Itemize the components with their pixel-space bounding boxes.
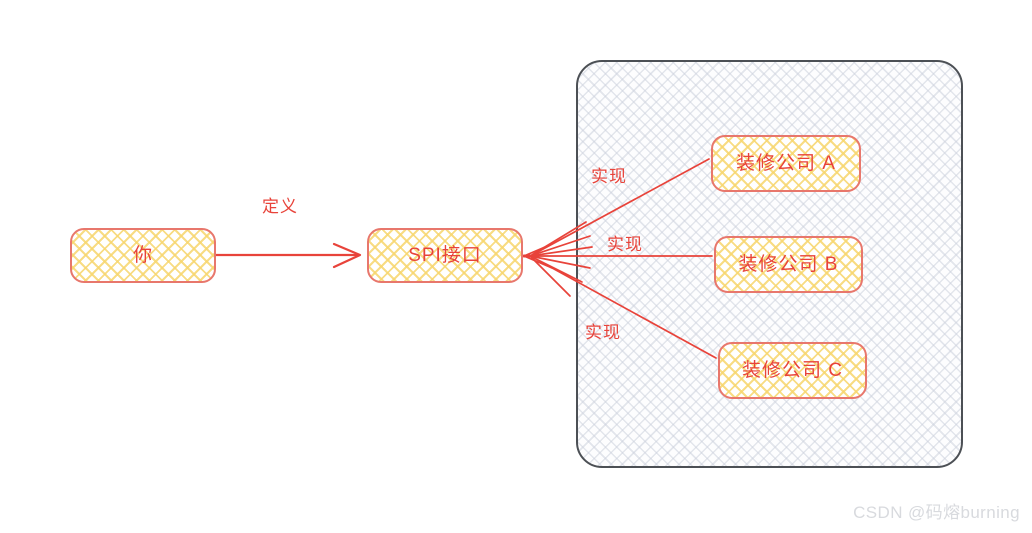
node-spi-interface[interactable]: SPI接口: [367, 228, 523, 283]
edge-label-impl-c: 实现: [585, 323, 621, 342]
node-company-a[interactable]: 装修公司 A: [711, 135, 861, 192]
node-company-b[interactable]: 装修公司 B: [714, 236, 863, 293]
edge-impl-a: [533, 158, 710, 255]
node-company-c[interactable]: 装修公司 C: [718, 342, 867, 399]
node-company-b-label: 装修公司 B: [738, 254, 839, 275]
arrowhead-converging: [522, 221, 593, 297]
watermark: CSDN @码熔burning: [853, 503, 1020, 522]
node-company-a-label: 装修公司 A: [736, 153, 836, 174]
edge-impl-c: [533, 257, 717, 359]
node-company-c-label: 装修公司 C: [741, 360, 843, 381]
edge-label-define: 定义: [262, 197, 298, 216]
node-spi-interface-label: SPI接口: [408, 245, 482, 266]
edge-label-impl-a: 实现: [591, 167, 627, 186]
node-you[interactable]: 你: [70, 228, 216, 283]
edge-define: [214, 242, 362, 269]
node-you-label: 你: [132, 245, 153, 266]
edge-label-impl-b: 实现: [607, 235, 643, 254]
